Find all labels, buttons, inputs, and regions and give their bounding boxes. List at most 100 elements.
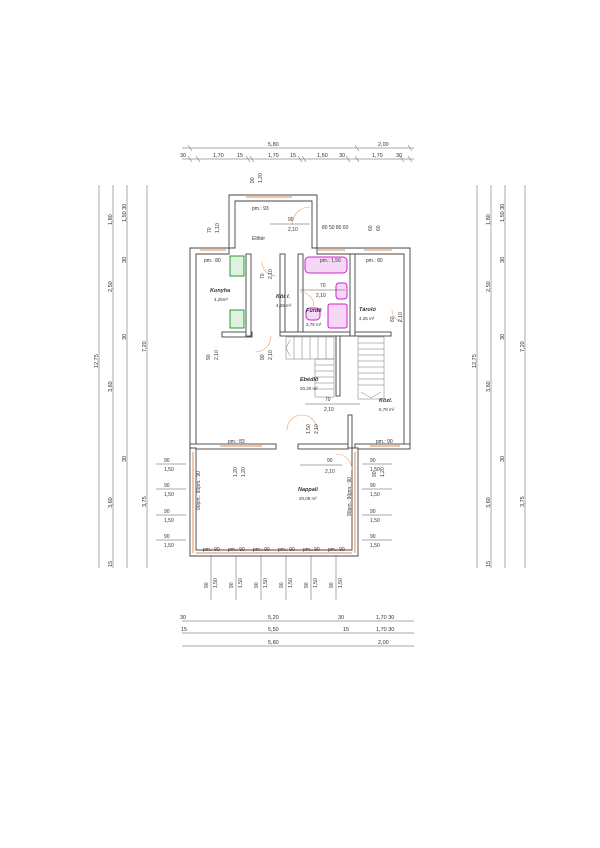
window-height-eloter: 1,20	[258, 173, 264, 183]
living-window-right-label: 90pm.: 90pm.: 90	[347, 477, 353, 516]
door-height-nappali: 2,10	[325, 469, 335, 475]
living-window-bottom-label: pm.: 90	[303, 547, 320, 553]
living-window-right-width: 90	[370, 483, 376, 489]
kitchen-counter	[229, 255, 245, 277]
door-width-ebedlo-side: 90	[206, 354, 212, 360]
dim-top: 15	[290, 153, 296, 159]
room-name-konyha: Konyha	[210, 288, 230, 294]
living-window-bottom-width: 90	[204, 582, 210, 588]
dim-side-inner-right: 3,60	[486, 381, 492, 392]
living-window-right-width: 90	[370, 458, 376, 464]
dim-side-inner: 1,80	[108, 214, 114, 225]
living-window-left-height: 1,50	[164, 492, 174, 498]
dim-side-wall: 1,50 30	[122, 204, 128, 222]
door-width-eloter: 90	[288, 217, 294, 223]
dim-top: 1,70	[372, 153, 383, 159]
dim-side-inner-right: 3,60	[486, 497, 492, 508]
room-area-kozl: 6,78 m²	[379, 407, 395, 412]
dim-side-wall-right: 1,50 30	[500, 204, 506, 222]
living-window-bottom-label: pm.: 90	[203, 547, 220, 553]
door-width-stair: 70	[325, 397, 331, 403]
living-window-bottom-height: 1,50	[238, 578, 244, 588]
dim-side-mid-left: 7,20	[142, 341, 148, 352]
dim-side-total: 12,75	[472, 354, 478, 368]
dim-side-wall: 30	[122, 456, 128, 462]
living-window-left-height: 1,50	[164, 543, 174, 549]
room-name-kor: Kör l.	[276, 294, 291, 300]
dim-side-mid-right: 7,20	[520, 341, 526, 352]
toilet	[305, 307, 321, 321]
dim-top-overall-main: 5,80	[268, 142, 279, 148]
door-width-tarolo: 60	[390, 316, 396, 322]
dim-side-wall: 30	[500, 456, 506, 462]
living-window-bottom-height: 1,50	[338, 578, 344, 588]
window-label-eloter: pm.: 93	[252, 206, 269, 212]
living-window-bottom-width: 90	[279, 582, 285, 588]
window-height-konyha: 1,10	[215, 223, 221, 233]
windows	[192, 196, 400, 554]
room-name-eloter: Előtér	[252, 236, 265, 242]
living-window-bottom-height: 1,50	[213, 578, 219, 588]
window-width-kozl: 90	[372, 471, 378, 477]
dim-bottom: 5,80	[268, 640, 279, 646]
dim-side-wall-left: 30	[122, 257, 128, 263]
living-window-right-height: 1,50	[370, 543, 380, 549]
dim-side-mid: 7,20	[520, 341, 526, 352]
living-window-right-height: 1,50	[370, 518, 380, 524]
dim-side-inner-left: 15	[108, 561, 114, 567]
dim-top: 1,50	[317, 153, 328, 159]
living-window-left-height: 1,50	[164, 518, 174, 524]
living-window-right-width: 90	[370, 534, 376, 540]
dim-side-wall: 1,50 30	[500, 204, 506, 222]
dim-bottom: 15	[181, 627, 187, 633]
top-dimensions: 5,80 2,00 30 1,70 15 1,70 15 1,50 30 1,7…	[180, 142, 414, 163]
living-window-bottom-label: pm.: 90	[278, 547, 295, 553]
window-label-konyha: pm.: 80	[204, 258, 221, 264]
dim-side-inner-left: 2,50	[108, 281, 114, 292]
dim-side-inner: 1,80	[486, 214, 492, 225]
door-height-tarolo: 2,10	[398, 312, 404, 322]
dim-side-wall: 30	[500, 257, 506, 263]
window-label-kozl: pm.: 90	[376, 439, 393, 445]
bottom-dimensions: 30 5,20 30 1,70 30 15 5,50 15 1,70 30 5,…	[180, 615, 414, 647]
living-window-bottom-width: 90	[254, 582, 260, 588]
dim-side-wall: 30	[122, 334, 128, 340]
dim-side-inner-right: 2,50	[486, 281, 492, 292]
living-window-right-height: 1,50	[370, 467, 380, 473]
room-name-nappali: Nappali	[298, 487, 318, 493]
dim-side-inner-right: 15	[486, 561, 492, 567]
dim-side-total-left: 12,75	[94, 354, 100, 368]
living-window-left-width: 90	[164, 458, 170, 464]
dim-side-inner: 3,60	[486, 381, 492, 392]
door-height-eloter: 2,10	[288, 227, 298, 233]
dim-side-inner-right: 1,80	[486, 214, 492, 225]
living-window-left-height: 1,50	[164, 467, 174, 473]
living-window-right-height: 1,50	[370, 492, 380, 498]
dim-side-inner-left: 1,80	[108, 214, 114, 225]
door-height-ebedlo-side: 2,10	[214, 350, 220, 360]
living-window-bottom-label: pm.: 90	[328, 547, 345, 553]
dim-top: 30	[180, 153, 186, 159]
room-labels: Előtér Konyha 4,25m² Kör l. 4,25 m² Fürd…	[210, 236, 395, 501]
dim-side-wall-left: 30	[122, 456, 128, 462]
room-name-ebedlo: Ebédlő	[300, 377, 319, 383]
dim-side-inner: 15	[486, 561, 492, 567]
dim-side-total: 12,75	[94, 354, 100, 368]
dim-top: 15	[237, 153, 243, 159]
window-height-ebedlo: 1,20	[241, 467, 247, 477]
dim-side-inner: 15	[108, 561, 114, 567]
door-height-furdo: 2,10	[316, 293, 326, 299]
dim-top: 30	[339, 153, 345, 159]
dim-side-wall-right: 30	[500, 257, 506, 263]
living-window-left-width: 90	[164, 483, 170, 489]
window-height-tarolo: 60	[376, 225, 382, 231]
window-label-ebedlo: pm.: 83	[228, 439, 245, 445]
dim-side-inner: 3,60	[486, 497, 492, 508]
dim-top-overall-side: 2,00	[378, 142, 389, 148]
dim-side-wall-left: 30	[122, 334, 128, 340]
door-width-ebedlo: 1,50	[306, 424, 312, 434]
room-area-ebedlo: 20,20 m²	[300, 386, 318, 391]
